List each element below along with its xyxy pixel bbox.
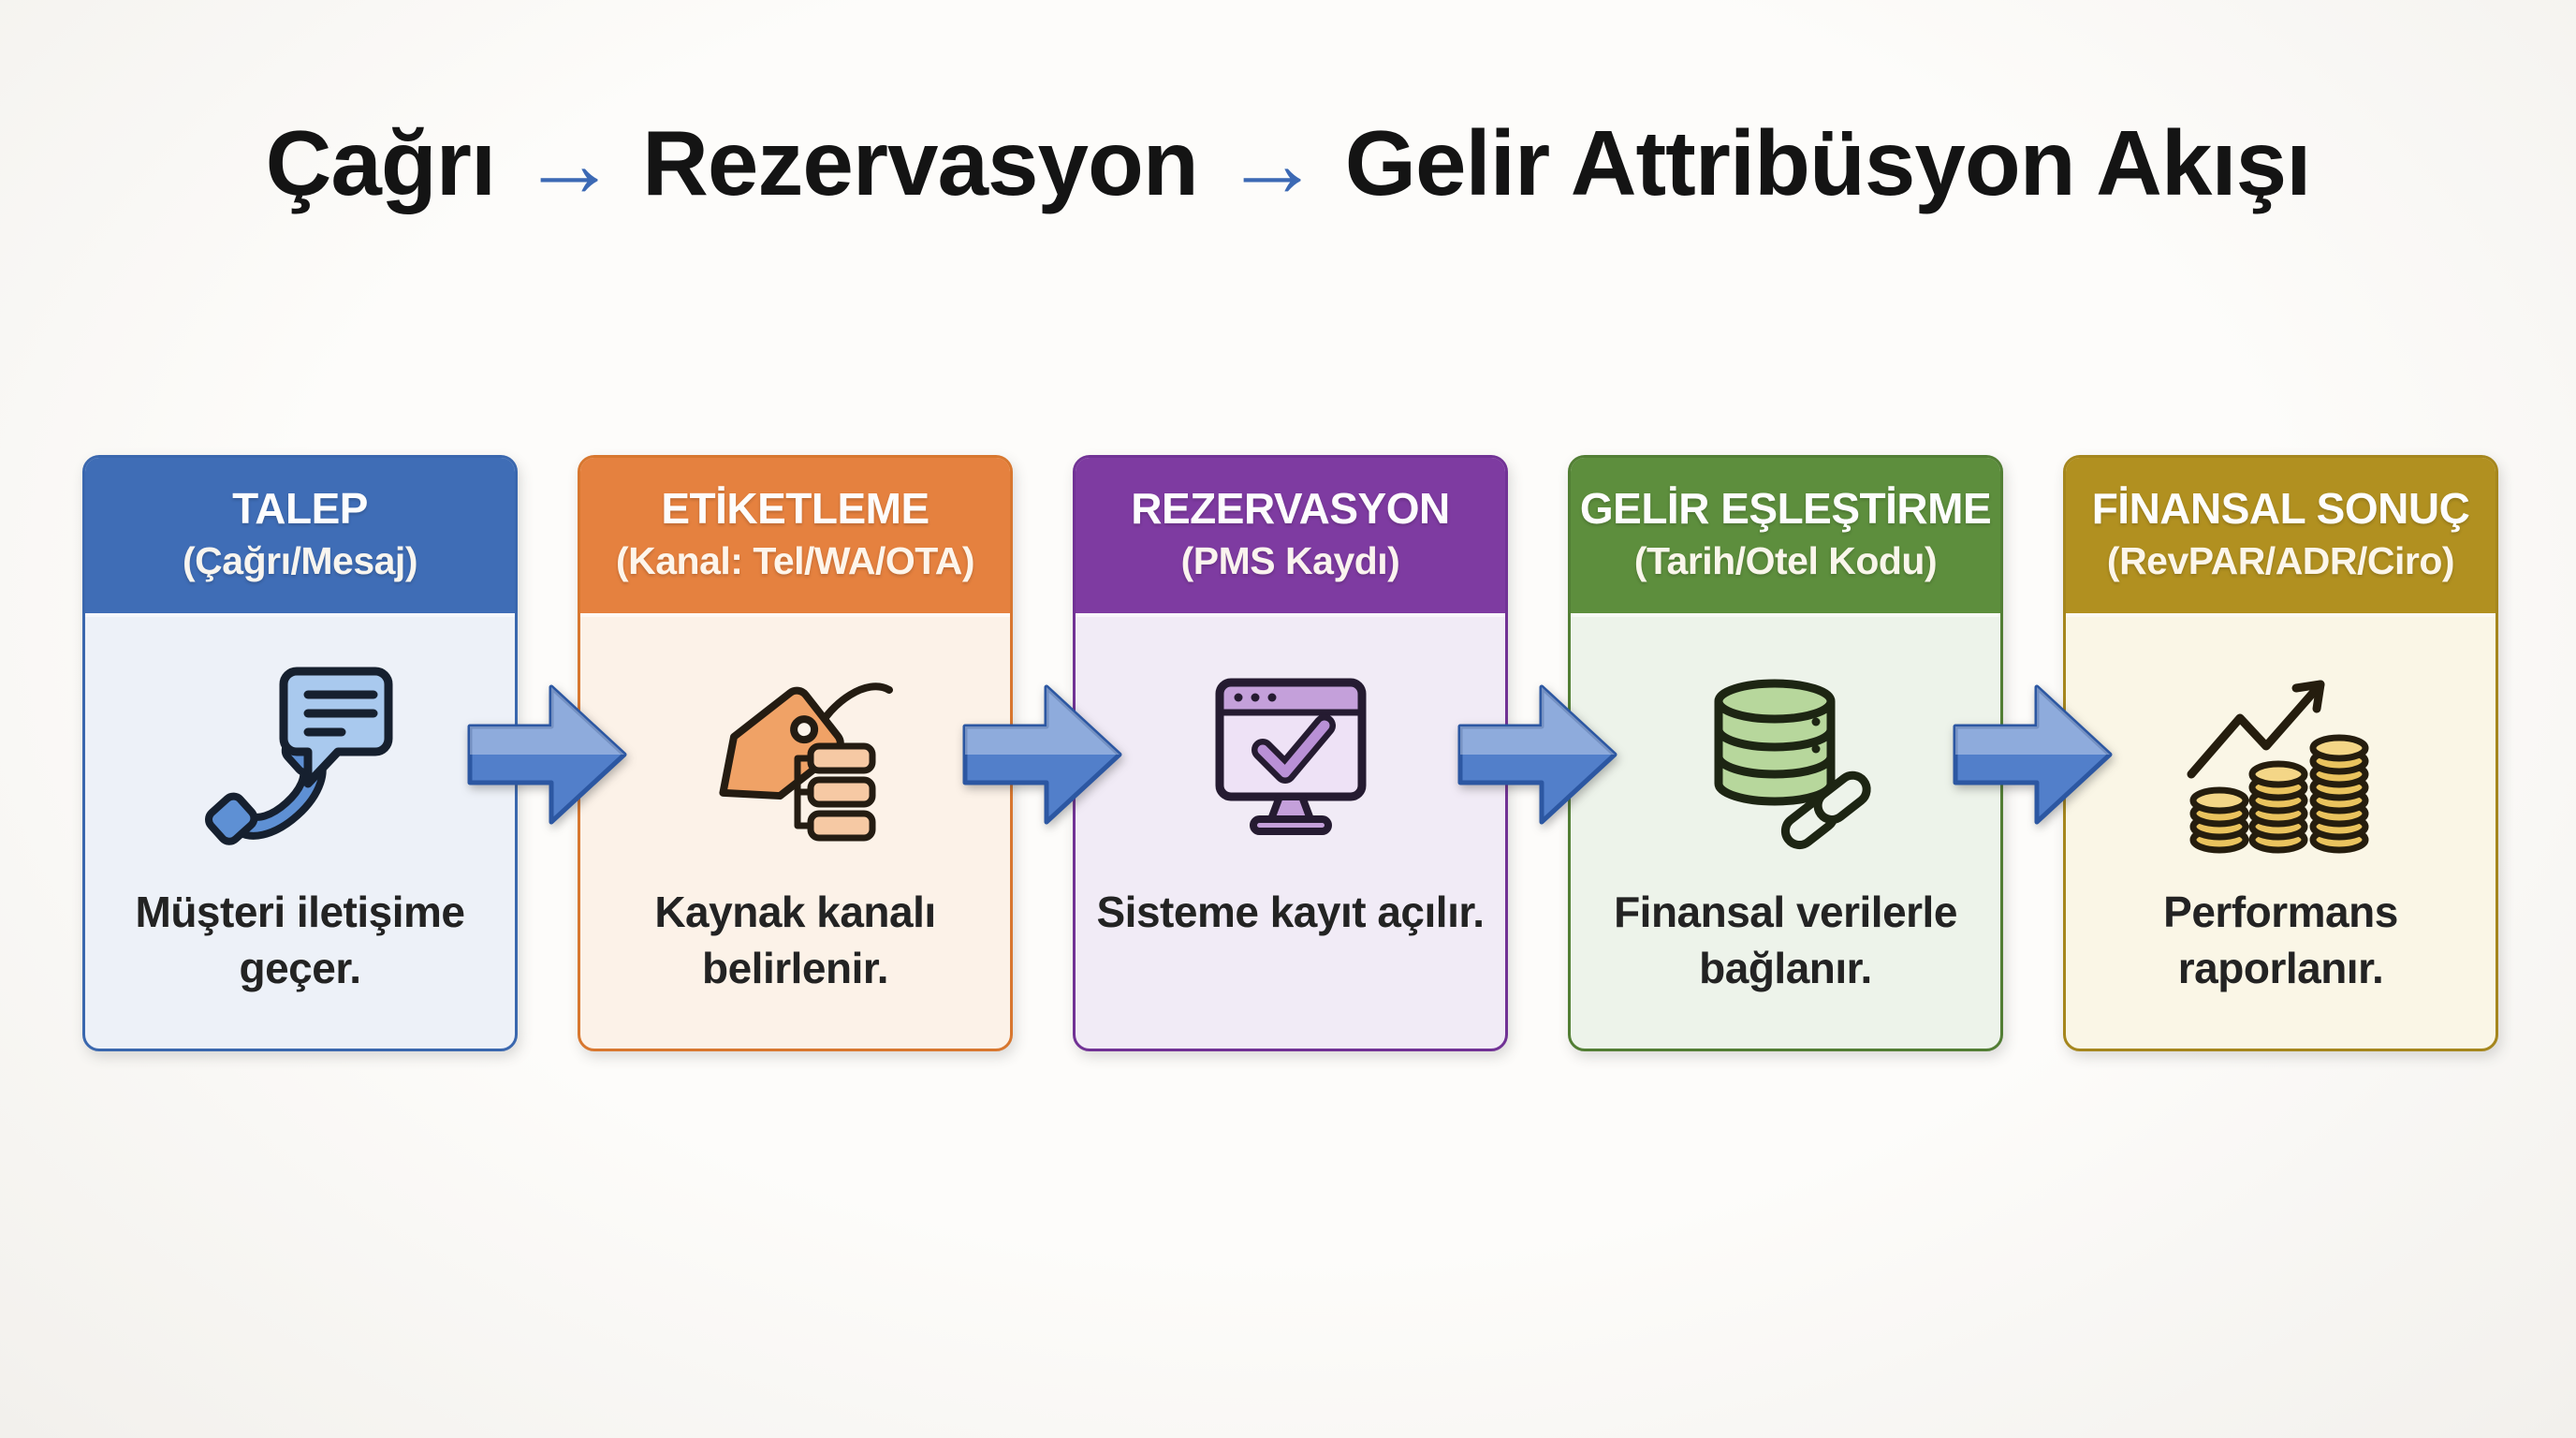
step-subheading: (Çağrı/Mesaj) xyxy=(183,538,417,582)
step-card-etiketleme: ETİKETLEME (Kanal: Tel/WA/OTA) xyxy=(578,455,1013,1051)
step-description: Kaynak kanalı belirlenir. xyxy=(654,888,936,992)
step-heading: GELİR EŞLEŞTİRME xyxy=(1579,484,1992,534)
step-body: Kaynak kanalı belirlenir. xyxy=(580,617,1010,1048)
title-arrow-icon: → xyxy=(520,109,618,217)
step-header: GELİR EŞLEŞTİRME (Tarih/Otel Kodu) xyxy=(1571,458,2000,617)
title-segment-1: Çağrı xyxy=(265,111,497,214)
phone-message-icon xyxy=(198,664,403,860)
step-body: Müşteri iletişime geçer. xyxy=(85,617,515,1048)
step-heading: REZERVASYON xyxy=(1131,484,1450,534)
flow-arrow-icon xyxy=(962,684,1122,825)
step-header: FİNANSAL SONUÇ (RevPAR/ADR/Ciro) xyxy=(2066,458,2496,617)
coins-growth-icon xyxy=(2178,664,2384,860)
step-card-talep: TALEP (Çağrı/Mesaj) xyxy=(82,455,518,1051)
step-header: REZERVASYON (PMS Kaydı) xyxy=(1076,458,1505,617)
step-body: Sisteme kayıt açılır. xyxy=(1076,617,1505,1048)
step-card-finansal-sonuc: FİNANSAL SONUÇ (RevPAR/ADR/Ciro) xyxy=(2063,455,2498,1051)
flow-arrow-icon xyxy=(1953,684,2113,825)
tag-channels-icon xyxy=(693,664,899,860)
database-link-icon xyxy=(1683,664,1889,860)
step-subheading: (Kanal: Tel/WA/OTA) xyxy=(615,538,975,582)
step-card-gelir-eslestirme: GELİR EŞLEŞTİRME (Tarih/Otel Kodu) xyxy=(1568,455,2003,1051)
step-heading: ETİKETLEME xyxy=(661,484,929,534)
flow-arrow-icon xyxy=(1457,684,1617,825)
step-subheading: (RevPAR/ADR/Ciro) xyxy=(2106,538,2455,582)
step-description: Sisteme kayıt açılır. xyxy=(1096,888,1486,936)
step-body: Finansal verilerle bağlanır. xyxy=(1571,617,2000,1048)
step-heading: FİNANSAL SONUÇ xyxy=(2091,484,2470,534)
step-subheading: (PMS Kaydı) xyxy=(1180,538,1400,582)
steps-row: TALEP (Çağrı/Mesaj) xyxy=(82,455,2498,1051)
step-subheading: (Tarih/Otel Kodu) xyxy=(1633,538,1938,582)
step-header: TALEP (Çağrı/Mesaj) xyxy=(85,458,515,617)
title-segment-2: Rezervasyon xyxy=(642,111,1199,214)
step-description: Performans raporlanır. xyxy=(2163,888,2398,992)
page-title: Çağrı→Rezervasyon→Gelir Attribüsyon Akış… xyxy=(0,109,2576,217)
step-description: Müşteri iletişime geçer. xyxy=(135,888,465,992)
step-card-rezervasyon: REZERVASYON (PMS Kaydı) xyxy=(1073,455,1508,1051)
step-header: ETİKETLEME (Kanal: Tel/WA/OTA) xyxy=(580,458,1010,617)
title-arrow-icon: → xyxy=(1223,109,1320,217)
flow-arrow-icon xyxy=(467,684,627,825)
step-description: Finansal verilerle bağlanır. xyxy=(1614,888,1957,992)
monitor-check-icon xyxy=(1188,664,1394,860)
step-body: Performans raporlanır. xyxy=(2066,617,2496,1048)
step-heading: TALEP xyxy=(232,484,368,534)
title-segment-3: Gelir Attribüsyon Akışı xyxy=(1344,111,2312,214)
